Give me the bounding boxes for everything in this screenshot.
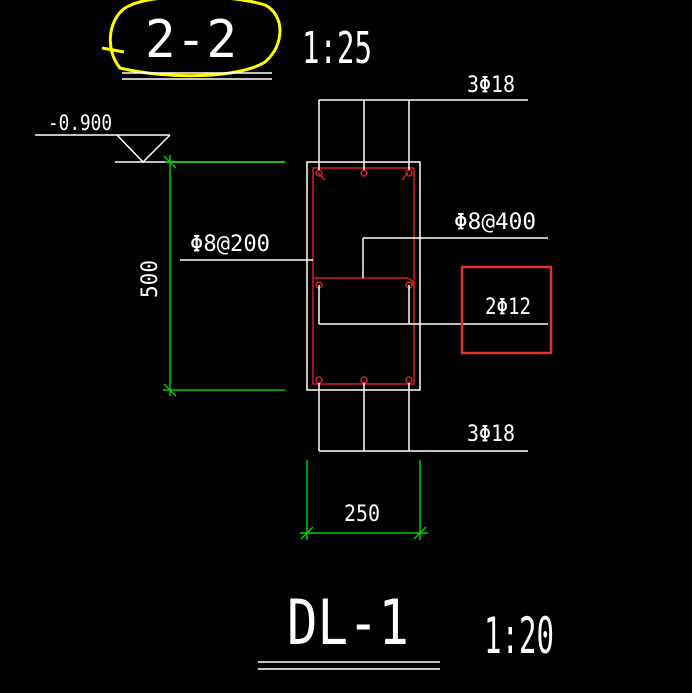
tie-hook bbox=[403, 277, 415, 289]
beam-name: DL-1 bbox=[287, 586, 409, 659]
top-bars-leader bbox=[318, 99, 528, 170]
height-tick-top bbox=[163, 155, 177, 169]
width-dimension bbox=[300, 460, 428, 540]
stirrup-hook-tl bbox=[317, 172, 326, 181]
width-tick-right bbox=[413, 526, 427, 540]
middle-bars-label: 2Φ12 bbox=[485, 295, 531, 320]
elevation-triangle bbox=[116, 134, 171, 164]
bottom-bar-mid bbox=[360, 376, 368, 384]
elevation-marker: -0.900 bbox=[35, 111, 285, 164]
section-scale: 1:25 bbox=[302, 23, 372, 74]
bottom-bar-left bbox=[315, 376, 323, 384]
markup-tail bbox=[101, 46, 125, 54]
highlight-box bbox=[460, 265, 553, 355]
section-label: 2-2 bbox=[145, 10, 237, 70]
section-title-group: 2-2 1:25 bbox=[101, 0, 372, 80]
height-dimension bbox=[163, 155, 285, 397]
height-label: 500 bbox=[138, 260, 163, 298]
elevation-label: -0.900 bbox=[48, 111, 112, 135]
beam-scale: 1:20 bbox=[484, 607, 554, 665]
bottom-bar-right bbox=[405, 376, 413, 384]
bottom-bars-label: 3Φ18 bbox=[467, 422, 515, 447]
tie-leader bbox=[362, 237, 548, 278]
stirrup-hook-tr bbox=[401, 172, 409, 181]
width-label: 250 bbox=[344, 502, 380, 527]
beam-title-group: DL-1 1:20 bbox=[258, 586, 554, 670]
top-bar-mid bbox=[360, 169, 368, 177]
top-bar-right bbox=[405, 169, 413, 177]
height-tick-bottom bbox=[163, 383, 177, 397]
width-tick-left bbox=[300, 526, 314, 540]
top-bars-label: 3Φ18 bbox=[467, 73, 515, 98]
bottom-bars-leader bbox=[318, 383, 528, 452]
middle-bars-leader bbox=[318, 285, 548, 325]
markup-circle bbox=[108, 0, 282, 78]
stirrup-label: Φ8@200 bbox=[190, 232, 270, 257]
tie-label: Φ8@400 bbox=[454, 210, 536, 235]
